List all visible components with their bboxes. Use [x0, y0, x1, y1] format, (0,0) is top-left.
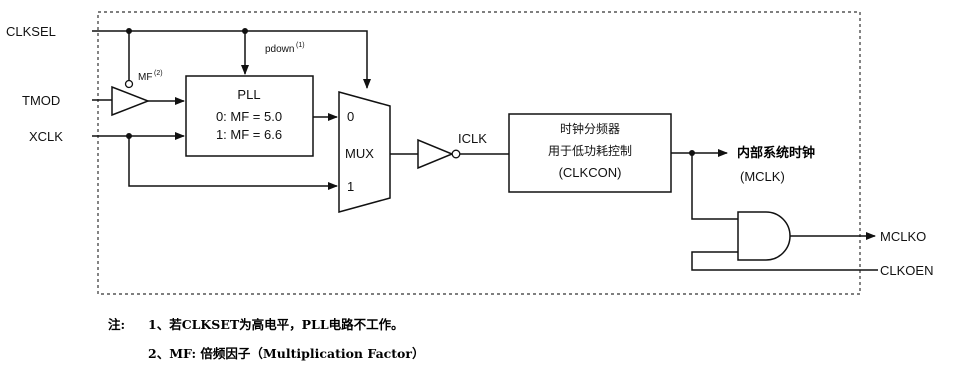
clkoen-wire — [691, 251, 878, 271]
iclk-inverter — [417, 138, 454, 170]
pdown-label: pdown — [265, 44, 294, 55]
mf-inverter-bubble — [124, 79, 134, 89]
pll-title: PLL — [237, 87, 260, 102]
mclk-label: (MCLK) — [740, 169, 785, 184]
iclk-label: ICLK — [458, 131, 487, 146]
pll-mode-1: 1: MF = 6.6 — [216, 127, 282, 142]
clkoen-label: CLKOEN — [880, 263, 933, 278]
xclk-label: XCLK — [29, 129, 63, 144]
pll-mode-0: 0: MF = 5.0 — [216, 109, 282, 124]
pdown-note-ref: (1) — [296, 42, 305, 49]
mux-input-1: 1 — [347, 179, 354, 194]
tmod-buffer — [111, 85, 151, 117]
divider-line-3: (CLKCON) — [559, 165, 622, 180]
mux-input-0: 0 — [347, 109, 354, 124]
internal-clock-label: 内部系统时钟 — [737, 145, 815, 161]
note-2: 2、MF: 倍频因子（Multiplication Factor） — [148, 346, 424, 361]
mux-label: MUX — [345, 146, 374, 161]
mux-block — [338, 91, 391, 213]
clksel-wire — [92, 30, 371, 89]
notes-prefix: 注: — [108, 317, 125, 332]
tmod-label: TMOD — [22, 93, 60, 108]
mclko-label: MCLKO — [880, 229, 926, 244]
divider-line-1: 时钟分频器 — [560, 121, 620, 136]
pll-block — [185, 75, 314, 157]
chip-boundary — [97, 11, 861, 295]
divider-line-2: 用于低功耗控制 — [548, 144, 632, 158]
iclk-inverter-bubble — [451, 149, 461, 159]
mclk-to-and-wire — [691, 153, 738, 220]
and-gate — [737, 211, 791, 261]
note-1: 1、若CLKSET为高电平，PLL电路不工作。 — [148, 317, 404, 332]
clock-divider-block — [508, 113, 672, 193]
clksel-label: CLKSEL — [6, 24, 56, 39]
mf-label: MF — [138, 72, 152, 83]
xclk-to-mux-wire — [128, 136, 338, 190]
mf-note-ref: (2) — [154, 70, 163, 77]
